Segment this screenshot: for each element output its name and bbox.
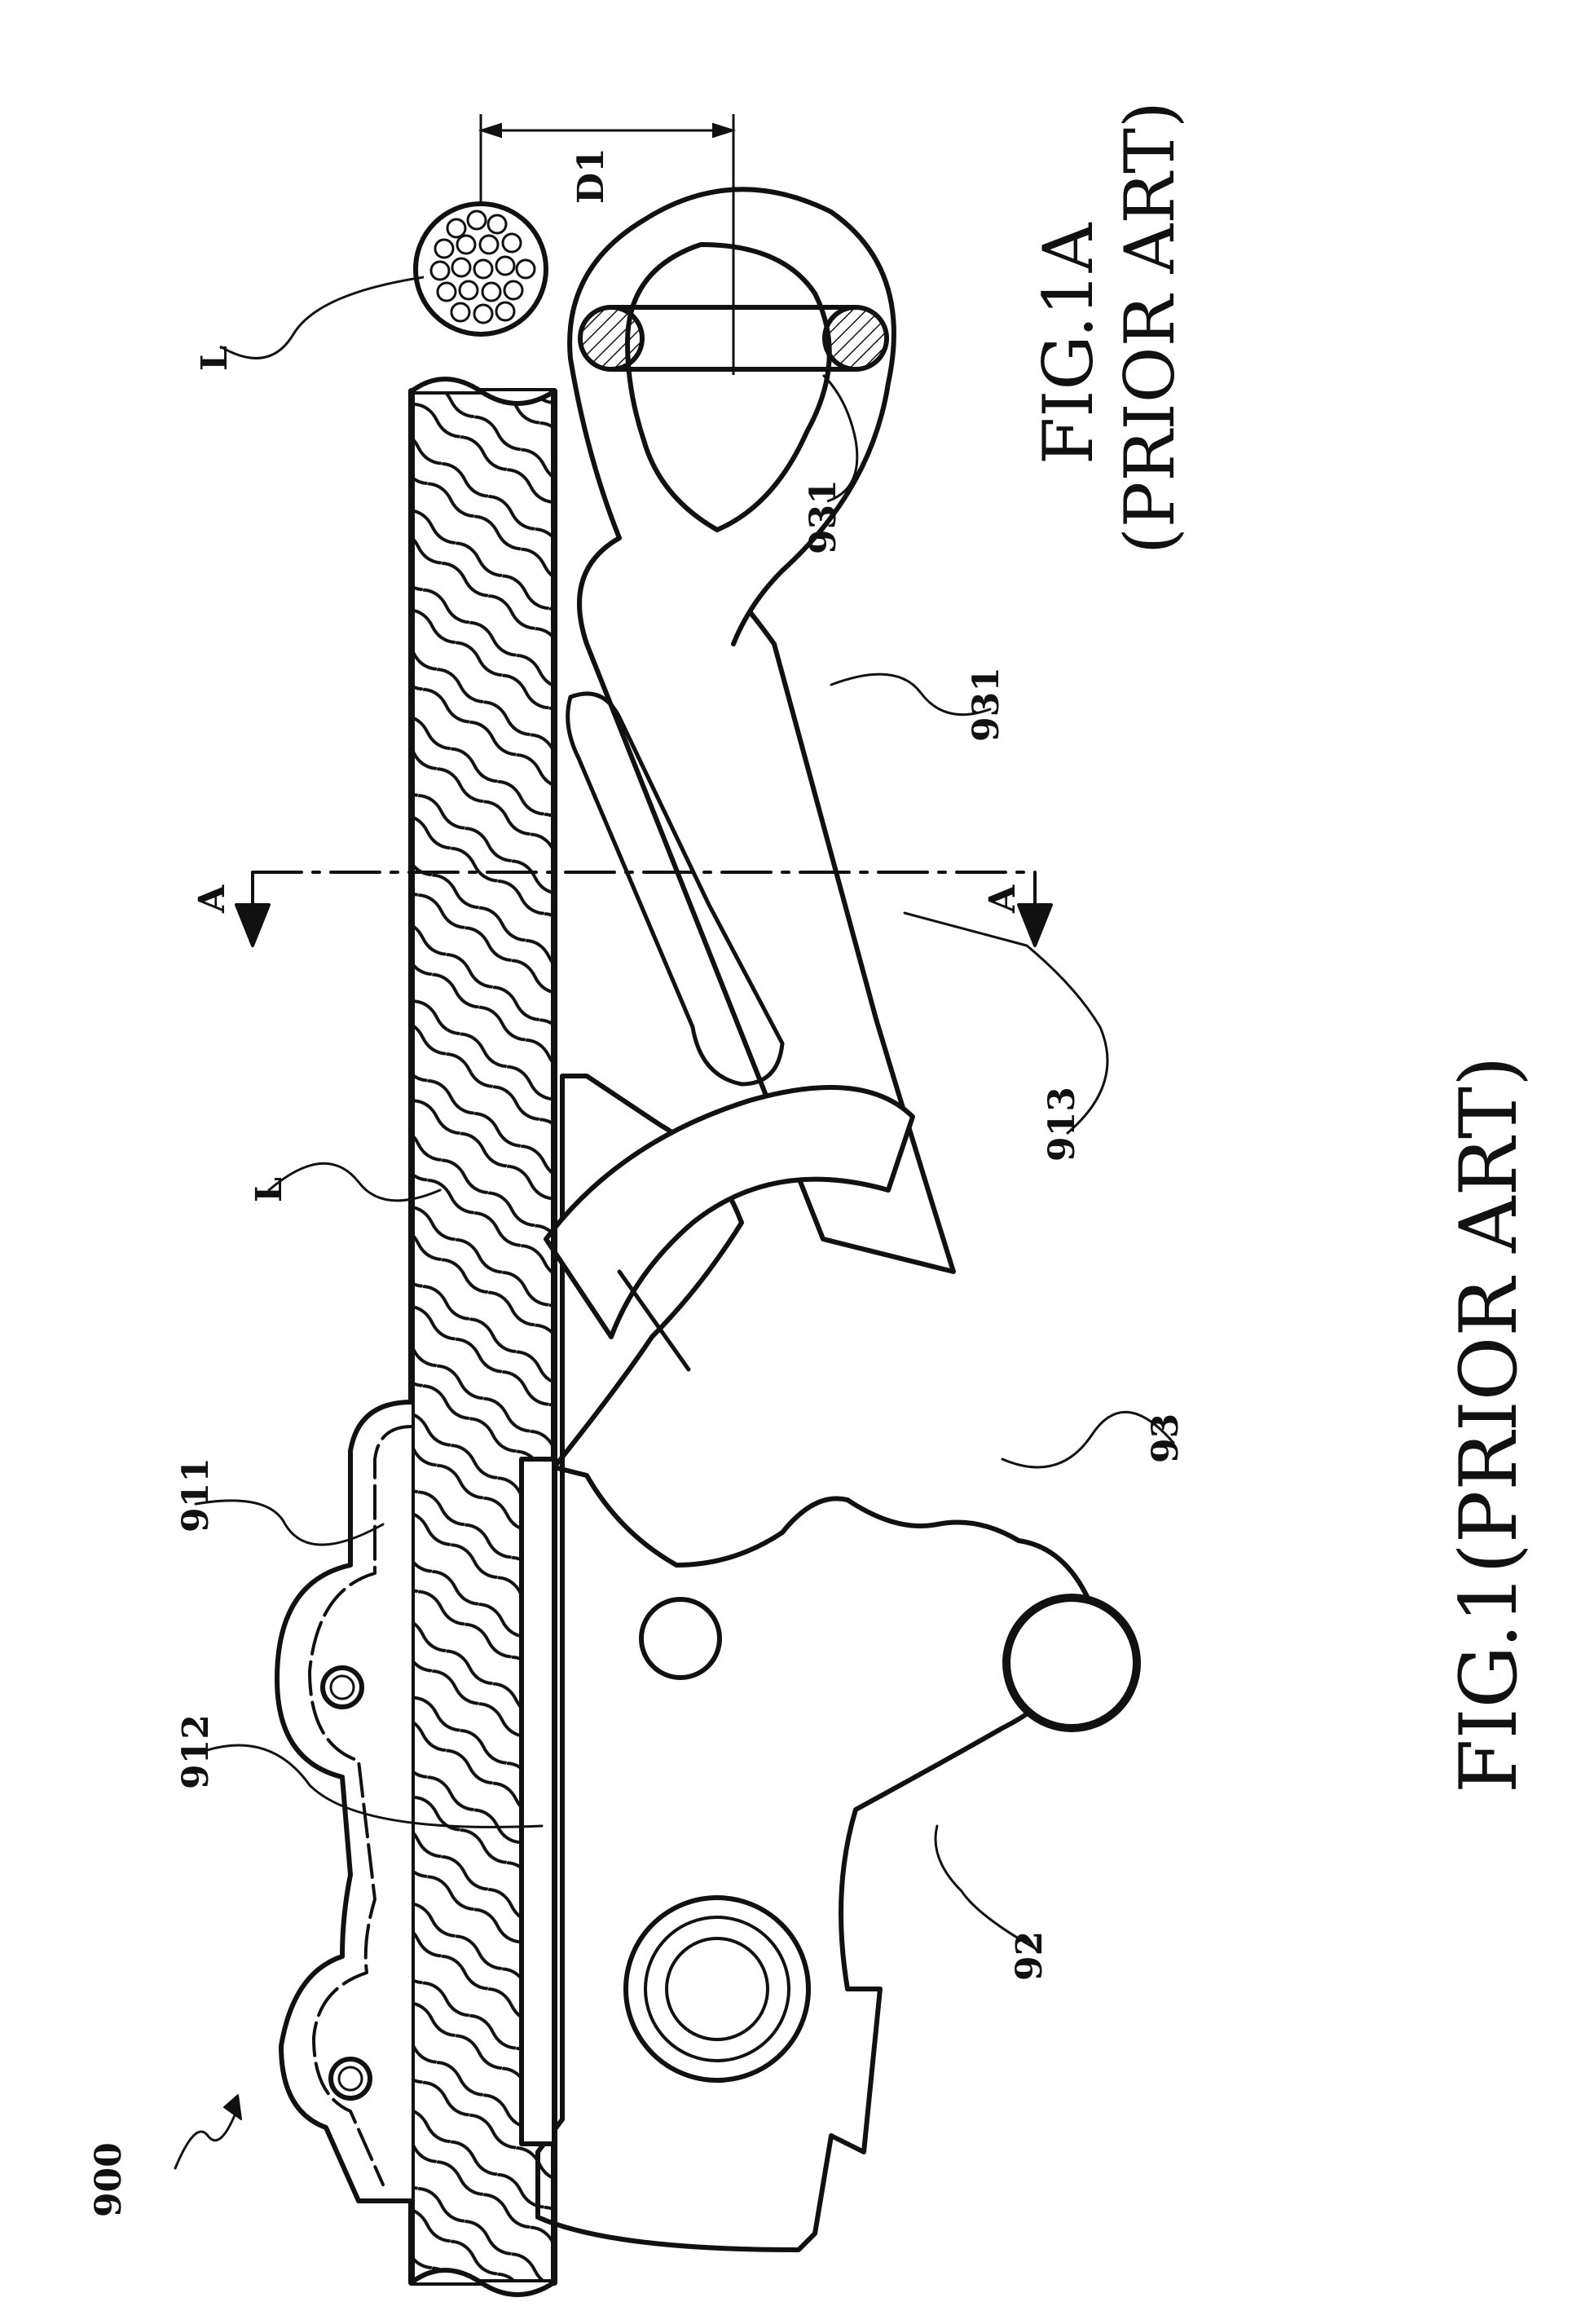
ring-section-left xyxy=(580,307,642,369)
caption-fig1a-line1: FIG.1A xyxy=(1028,222,1108,465)
bushing-inner xyxy=(667,1938,768,2040)
ref-D1: D1 xyxy=(570,148,612,204)
ref-911: 911 xyxy=(175,1457,217,1532)
section-arrow-bottom xyxy=(1019,872,1051,946)
ref-L-section: L xyxy=(194,346,236,371)
leader-900-arrow xyxy=(224,2095,241,2119)
housing-hole-top-inner xyxy=(331,1676,354,1699)
ref-L-main: L xyxy=(249,1177,290,1202)
ref-93: 93 xyxy=(1145,1413,1187,1463)
ref-900: 900 xyxy=(88,2142,130,2217)
ref-913: 913 xyxy=(1041,1087,1083,1162)
housing-hole-bottom-inner xyxy=(339,2067,362,2090)
pivot-pin-large xyxy=(1006,1598,1137,1728)
section-label-bottom: A xyxy=(982,884,1024,914)
ring-section-right xyxy=(825,307,887,369)
section-label-top: A xyxy=(192,884,233,914)
dim-arrow-right xyxy=(713,124,733,137)
ref-912: 912 xyxy=(175,1714,217,1789)
ref-931-main: 931 xyxy=(966,667,1007,742)
leader-900 xyxy=(175,2111,236,2168)
jaw-912 xyxy=(522,1459,554,2144)
caption-fig1a-line2: (PRIOR ART) xyxy=(1110,101,1190,554)
ref-92: 92 xyxy=(1009,1931,1050,1981)
caption-fig1: FIG.1(PRIOR ART) xyxy=(1443,1056,1534,1793)
leader-L-section xyxy=(220,277,424,358)
leader-92 xyxy=(936,1826,1035,1948)
section-arrow-top xyxy=(236,872,269,946)
dim-arrow-left xyxy=(481,124,501,137)
body-hole xyxy=(641,1599,720,1678)
ref-931-section: 931 xyxy=(803,479,844,554)
